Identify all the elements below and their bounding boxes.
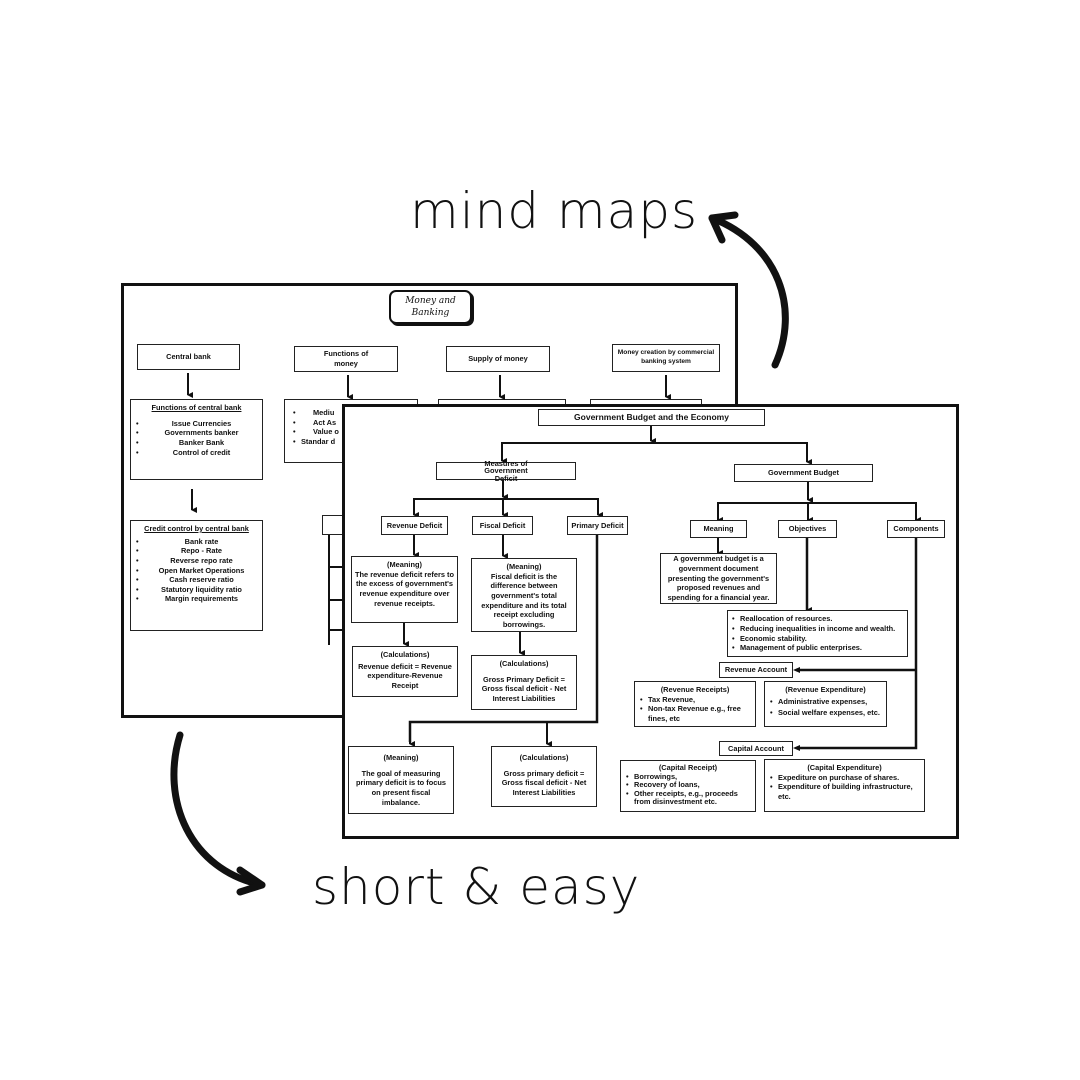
- list-item: Borrowings,: [624, 772, 752, 782]
- capital-receipt-box: (Capital Receipt) Borrowings, Recovery o…: [620, 760, 756, 812]
- supply-of-money-box: Supply of money: [446, 346, 550, 372]
- government-budget-box: Government Budget: [734, 464, 873, 482]
- list-item: Governments banker: [134, 428, 259, 438]
- list-item: Issue Currencies: [134, 419, 259, 429]
- list-item: Act As: [291, 418, 414, 428]
- list-item: Social welfare expenses, etc.: [768, 708, 883, 718]
- credit-control-box: Credit control by central bank Bank rate…: [130, 520, 263, 631]
- list-item: Control of credit: [134, 448, 259, 458]
- list-item: Mediu: [291, 408, 414, 418]
- box-text: Gross primary deficit = Gross fiscal def…: [501, 768, 587, 797]
- primary-deficit-box: Primary Deficit: [567, 516, 628, 535]
- list-item: Margin requirements: [134, 594, 259, 604]
- list-item: Open Market Operations: [134, 566, 259, 576]
- list-item: Other receipts, e.g., proceeds from disi…: [624, 789, 752, 807]
- list-item: Repo - Rate: [134, 546, 259, 556]
- revenue-expenditure-box: (Revenue Expenditure) Administrative exp…: [764, 681, 887, 727]
- caption-mind-maps: mind maps: [410, 182, 699, 240]
- measures-of-deficit-box: Measures of Government Deficit: [436, 460, 576, 482]
- fiscal-deficit-meaning-box: (Meaning) Fiscal deficit is the differen…: [471, 558, 577, 632]
- box-heading: Credit control by central bank: [144, 524, 249, 533]
- list-item: Standar d: [291, 437, 414, 447]
- fiscal-deficit-calc-box: (Calculations) Gross Primary Deficit = G…: [471, 655, 577, 710]
- meaning-box: Meaning: [690, 520, 747, 538]
- list-item: Economic stability.: [730, 634, 904, 644]
- objectives-list-box: Reallocation of resources. Reducing ineq…: [727, 610, 908, 657]
- box-text: Gross Primary Deficit = Gross fiscal def…: [481, 674, 567, 703]
- list-item: Cash reserve ratio: [134, 575, 259, 585]
- box-text: The revenue deficit refers to the excess…: [355, 569, 454, 608]
- box-heading: (Capital Expenditure): [807, 763, 882, 772]
- revenue-account-box: Revenue Account: [719, 662, 793, 678]
- list-item: Bank rate: [134, 537, 259, 547]
- primary-deficit-calc-box: (Calculations) Gross primary deficit = G…: [491, 746, 597, 807]
- box-text: Fiscal deficit is the difference between…: [481, 571, 567, 629]
- budget-meaning-text-box: A government budget is a government docu…: [660, 553, 777, 604]
- box-heading: (Calculations): [499, 659, 549, 668]
- list-item: Reducing inequalities in income and weal…: [730, 624, 904, 634]
- government-budget-economy-title: Government Budget and the Economy: [538, 409, 765, 426]
- list-item: Administrative expenses,: [768, 697, 883, 707]
- box-heading: (Meaning): [383, 753, 419, 762]
- fiscal-deficit-box: Fiscal Deficit: [472, 516, 533, 535]
- box-text: The goal of measuring primary deficit is…: [356, 768, 446, 807]
- capital-account-box: Capital Account: [719, 741, 793, 756]
- money-creation-box: Money creation by commercial banking sys…: [612, 344, 720, 372]
- box-heading: Functions of central bank: [151, 403, 242, 412]
- curved-arrow-top-icon: [708, 214, 789, 369]
- list-item: Reverse repo rate: [134, 556, 259, 566]
- box-heading: (Capital Receipt): [658, 763, 718, 772]
- primary-deficit-meaning-box: (Meaning) The goal of measuring primary …: [348, 746, 454, 814]
- list-item: Expediture on purchase of shares.: [768, 773, 921, 783]
- list-item: Management of public enterprises.: [730, 643, 904, 653]
- revenue-receipts-box: (Revenue Receipts) Tax Revenue, Non-tax …: [634, 681, 756, 727]
- list-item: Non-tax Revenue e.g., free fines, etc: [638, 704, 752, 723]
- list-item: Recovery of loans,: [624, 781, 752, 790]
- list-item: Reallocation of resources.: [730, 614, 904, 624]
- box-text: Revenue deficit = Revenue expenditure-Re…: [358, 661, 452, 690]
- list-item: Tax Revenue,: [638, 695, 752, 705]
- revenue-deficit-meaning-box: (Meaning) The revenue deficit refers to …: [351, 556, 458, 623]
- list-item: Banker Bank: [134, 438, 259, 448]
- caption-short-easy: short & easy: [312, 858, 641, 916]
- capital-expenditure-box: (Capital Expenditure) Expediture on purc…: [764, 759, 925, 812]
- curved-arrow-bottom-icon: [170, 731, 266, 889]
- components-box: Components: [887, 520, 945, 538]
- revenue-deficit-calc-box: (Calculations) Revenue deficit = Revenue…: [352, 646, 458, 697]
- functions-of-central-bank-box: Functions of central bank Issue Currenci…: [130, 399, 263, 480]
- box-heading: (Meaning): [387, 560, 422, 569]
- money-banking-title: Money and Banking: [389, 290, 472, 324]
- central-bank-box: Central bank: [137, 344, 240, 370]
- list-item: Expenditure of building infrastructure, …: [768, 782, 921, 801]
- list-item: Statutory liquidity ratio: [134, 585, 259, 595]
- objectives-box: Objectives: [778, 520, 837, 538]
- box-heading: (Calculations): [519, 753, 569, 762]
- list-item: Value o: [291, 427, 414, 437]
- revenue-deficit-box: Revenue Deficit: [381, 516, 448, 535]
- box-heading: (Revenue Receipts): [660, 685, 730, 694]
- box-heading: (Calculations): [380, 650, 430, 659]
- box-heading: (Revenue Expenditure): [785, 685, 866, 694]
- functions-of-money-box: Functions of money: [294, 346, 398, 372]
- box-heading: (Meaning): [506, 562, 542, 571]
